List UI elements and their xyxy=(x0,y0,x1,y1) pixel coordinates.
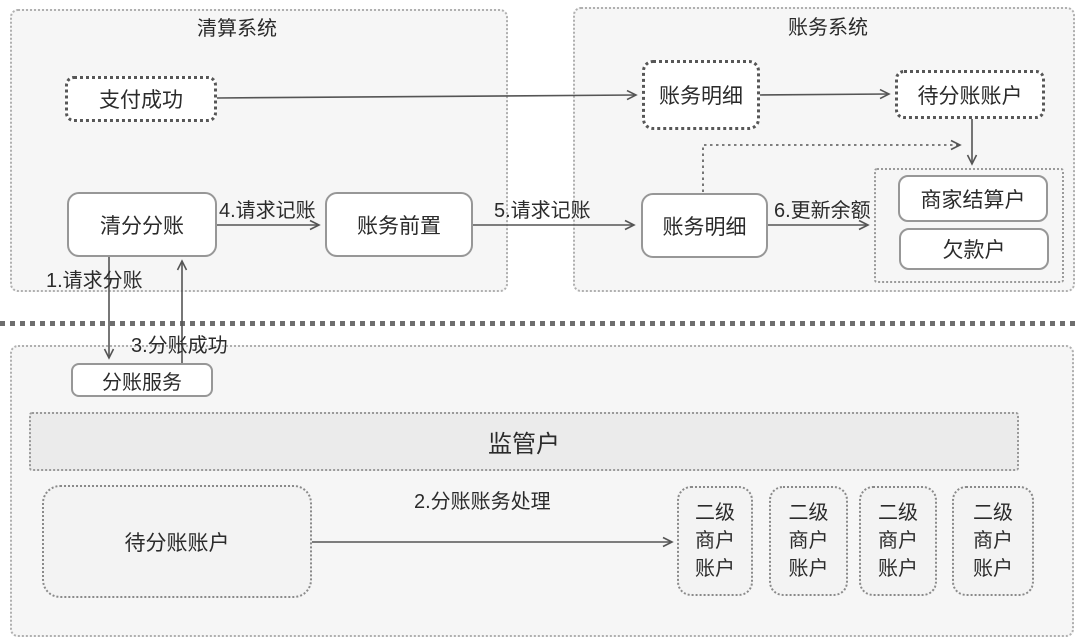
edge-label-request-ledger-4: 4.请求记账 xyxy=(219,200,316,222)
accounting-front-label: 账务前置 xyxy=(357,214,441,238)
edge-ledger-detail-dotted-link xyxy=(702,139,962,192)
clearing-split-box: 清分分账 xyxy=(67,192,217,257)
pending-split-account-bottom-label: 待分账账户 xyxy=(124,531,230,555)
pending-split-account-top-box: 待分账账户 xyxy=(895,70,1045,119)
sub-account-line: 二级 xyxy=(788,502,829,524)
supervision-account-label: 监管户 xyxy=(488,431,560,458)
system-divider-line xyxy=(0,321,1080,326)
settlement-accounts-group xyxy=(874,168,1064,283)
sub-account-line: 账户 xyxy=(788,558,829,580)
sub-account-line: 二级 xyxy=(695,502,735,524)
sub-account-line: 二级 xyxy=(973,502,1013,524)
accounting-system-title: 账务系统 xyxy=(788,17,868,39)
split-service-box: 分账服务 xyxy=(71,363,213,397)
payment-success-label: 支付成功 xyxy=(99,89,183,112)
pending-split-account-top-label: 待分账账户 xyxy=(917,84,1023,108)
sub-account-line: 二级 xyxy=(878,502,918,524)
sub-account-line: 账户 xyxy=(878,558,918,580)
edge-label-request-ledger-5: 5.请求记账 xyxy=(494,200,591,222)
debt-account-box: 欠款户 xyxy=(899,228,1049,270)
sub-account-line: 商户 xyxy=(695,530,735,552)
supervision-account-box: 监管户 xyxy=(29,412,1019,471)
merchant-settlement-account-label: 商家结算户 xyxy=(920,188,1026,212)
edge-label-update-balance: 6.更新余额 xyxy=(774,200,871,222)
sub-account-line: 账户 xyxy=(973,558,1013,580)
secondary-merchant-account-box-2: 二级 商户 账户 xyxy=(769,486,848,596)
ledger-detail-box: 账务明细 xyxy=(641,193,768,258)
ledger-detail-event-label: 账务明细 xyxy=(659,85,743,108)
sub-account-line: 账户 xyxy=(695,558,735,580)
accounting-front-box: 账务前置 xyxy=(325,192,473,257)
clearing-split-label: 清分分账 xyxy=(100,214,184,238)
debt-account-label: 欠款户 xyxy=(942,239,1006,262)
sub-account-line: 商户 xyxy=(973,530,1013,552)
merchant-settlement-account-box: 商家结算户 xyxy=(898,175,1048,222)
edge-label-request-split: 1.请求分账 xyxy=(46,270,143,292)
secondary-merchant-account-box-3: 二级 商户 账户 xyxy=(859,486,937,596)
split-service-label: 分账服务 xyxy=(102,371,182,394)
edge-label-split-processing: 2.分账账务处理 xyxy=(414,491,551,513)
sub-account-line: 商户 xyxy=(878,530,918,552)
ledger-detail-label: 账务明细 xyxy=(662,215,747,239)
secondary-merchant-account-box-4: 二级 商户 账户 xyxy=(952,486,1034,596)
secondary-merchant-account-box-1: 二级 商户 账户 xyxy=(677,486,753,596)
edge-payment-to-ledger-event xyxy=(216,89,638,101)
edge-label-split-success: 3.分账成功 xyxy=(131,335,228,357)
ledger-detail-event-box: 账务明细 xyxy=(642,60,760,130)
edge-ledger-event-to-pending-account xyxy=(759,88,891,100)
clearing-system-title: 清算系统 xyxy=(197,18,277,40)
payment-success-box: 支付成功 xyxy=(65,76,217,122)
pending-split-account-bottom-box: 待分账账户 xyxy=(42,485,312,598)
sub-account-line: 商户 xyxy=(788,530,829,552)
